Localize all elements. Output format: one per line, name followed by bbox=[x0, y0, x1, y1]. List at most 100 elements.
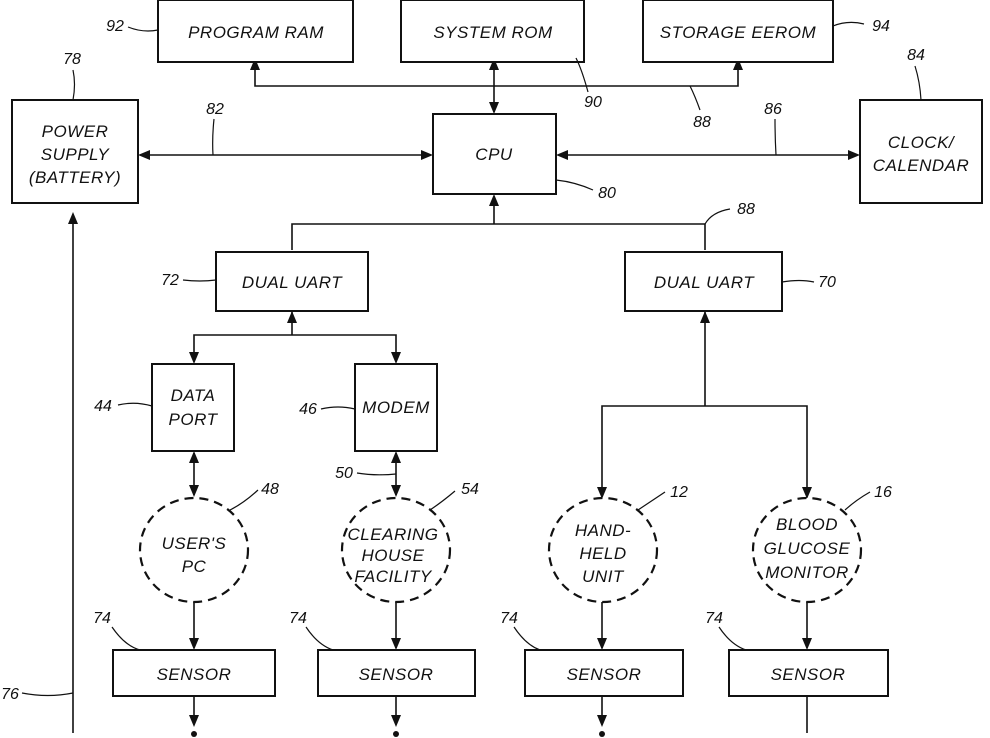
sensor-1: SENSOR bbox=[113, 650, 275, 696]
arrow-down-cpu-top bbox=[489, 102, 499, 114]
data-port-label-1: DATA bbox=[171, 386, 216, 405]
ref-12: 12 bbox=[670, 484, 688, 501]
leader-46 bbox=[321, 407, 355, 409]
arrow-down-clearing bbox=[391, 485, 401, 497]
uart-right-branch bbox=[602, 312, 807, 497]
block-dual-uart-left: DUAL UART bbox=[216, 252, 368, 311]
sensor-2: SENSOR bbox=[318, 650, 475, 696]
leader-48 bbox=[230, 490, 258, 510]
ref-84: 84 bbox=[907, 47, 925, 64]
ref-74-1: 74 bbox=[93, 610, 111, 627]
power-supply-label-2: SUPPLY bbox=[41, 145, 111, 164]
sensor-down-lines bbox=[194, 696, 807, 733]
hand-held-label-1: HAND- bbox=[575, 521, 631, 540]
ref-74-2: 74 bbox=[289, 610, 307, 627]
modem-label: MODEM bbox=[362, 398, 430, 417]
leader-82 bbox=[213, 119, 214, 155]
ref-94: 94 bbox=[872, 18, 890, 35]
ref-74-4: 74 bbox=[705, 610, 723, 627]
leader-74-1 bbox=[112, 627, 140, 650]
leader-90 bbox=[576, 58, 588, 92]
leader-12 bbox=[638, 492, 665, 510]
sensor-4-label: SENSOR bbox=[771, 665, 846, 684]
arrow-left-power bbox=[138, 150, 150, 160]
leader-74-3 bbox=[514, 627, 540, 650]
leader-54 bbox=[430, 491, 455, 510]
arrow-down-sensor-2 bbox=[391, 638, 401, 650]
block-data-port: DATA PORT bbox=[152, 364, 234, 451]
ref-44: 44 bbox=[94, 398, 112, 415]
clock-calendar-label-1: CLOCK/ bbox=[888, 133, 956, 152]
arrow-up-modem bbox=[391, 451, 401, 463]
arrow-down-data-port bbox=[189, 352, 199, 364]
dual-uart-left-label: DUAL UART bbox=[242, 273, 343, 292]
arrow-up-uart-left bbox=[287, 311, 297, 323]
bus-dot-1 bbox=[191, 731, 197, 737]
ref-90: 90 bbox=[584, 94, 602, 111]
arrow-up-uart-right bbox=[700, 311, 710, 323]
sensor-3: SENSOR bbox=[525, 650, 683, 696]
storage-eerom-label: STORAGE EEROM bbox=[660, 23, 817, 42]
ref-88-bus: 88 bbox=[737, 201, 755, 218]
arrow-up-cpu-bottom bbox=[489, 194, 499, 206]
arrow-left-cpu bbox=[556, 150, 568, 160]
block-clock-calendar: CLOCK/ CALENDAR bbox=[860, 100, 982, 203]
arrow-up-power-supply bbox=[68, 212, 78, 224]
leader-92 bbox=[128, 27, 158, 31]
ref-72: 72 bbox=[161, 272, 179, 289]
ref-88-top: 88 bbox=[693, 114, 711, 131]
arrow-down-out-1 bbox=[189, 715, 199, 727]
arrow-up-data-port bbox=[189, 451, 199, 463]
leader-94 bbox=[833, 22, 864, 26]
sensor-3-label: SENSOR bbox=[567, 665, 642, 684]
arrow-down-sensor-1 bbox=[189, 638, 199, 650]
ref-46: 46 bbox=[299, 401, 317, 418]
arrow-down-out-2 bbox=[391, 715, 401, 727]
leader-88-bus bbox=[705, 209, 730, 224]
blood-glucose-label-1: BLOOD bbox=[776, 515, 838, 534]
arrow-right-clock bbox=[848, 150, 860, 160]
ref-50: 50 bbox=[335, 465, 353, 482]
ref-54: 54 bbox=[461, 481, 479, 498]
leader-70 bbox=[782, 281, 814, 283]
system-rom-label: SYSTEM ROM bbox=[433, 23, 553, 42]
leader-88-top bbox=[690, 86, 700, 110]
ref-86: 86 bbox=[764, 101, 782, 118]
block-modem: MODEM bbox=[355, 364, 437, 451]
ref-48: 48 bbox=[261, 481, 279, 498]
data-port-label-2: PORT bbox=[169, 410, 219, 429]
ref-92: 92 bbox=[106, 18, 124, 35]
memory-bus-line bbox=[255, 68, 738, 86]
arrow-down-out-3 bbox=[597, 715, 607, 727]
block-power-supply: POWER SUPPLY (BATTERY) bbox=[12, 100, 138, 203]
ref-78: 78 bbox=[63, 51, 81, 68]
arrow-right-cpu bbox=[421, 150, 433, 160]
node-users-pc: USER'S PC bbox=[140, 498, 248, 602]
node-clearing-house: CLEARING HOUSE FACILITY bbox=[342, 498, 450, 602]
data-port-box bbox=[152, 364, 234, 451]
cpu-label: CPU bbox=[475, 145, 513, 164]
node-hand-held-unit: HAND- HELD UNIT bbox=[549, 498, 657, 602]
node-blood-glucose-monitor: BLOOD GLUCOSE MONITOR bbox=[753, 498, 861, 602]
clock-calendar-label-2: CALENDAR bbox=[873, 156, 970, 175]
leader-80 bbox=[556, 180, 593, 190]
program-ram-label: PROGRAM RAM bbox=[188, 23, 324, 42]
block-cpu: CPU bbox=[433, 114, 556, 194]
arrow-down-sensor-3 bbox=[597, 638, 607, 650]
sensor-1-label: SENSOR bbox=[157, 665, 232, 684]
bus-dot-2 bbox=[393, 731, 399, 737]
leader-84 bbox=[915, 66, 921, 100]
block-dual-uart-right: DUAL UART bbox=[625, 252, 782, 311]
ref-80: 80 bbox=[598, 185, 616, 202]
leader-86 bbox=[775, 119, 776, 155]
clearing-house-label-3: FACILITY bbox=[354, 567, 433, 586]
leader-78 bbox=[73, 70, 75, 100]
dual-uart-right-label: DUAL UART bbox=[654, 273, 755, 292]
users-pc-label-2: PC bbox=[182, 557, 207, 576]
hand-held-label-3: UNIT bbox=[582, 567, 625, 586]
ref-70: 70 bbox=[818, 274, 836, 291]
users-pc-label-1: USER'S bbox=[162, 534, 227, 553]
arrow-down-modem bbox=[391, 352, 401, 364]
